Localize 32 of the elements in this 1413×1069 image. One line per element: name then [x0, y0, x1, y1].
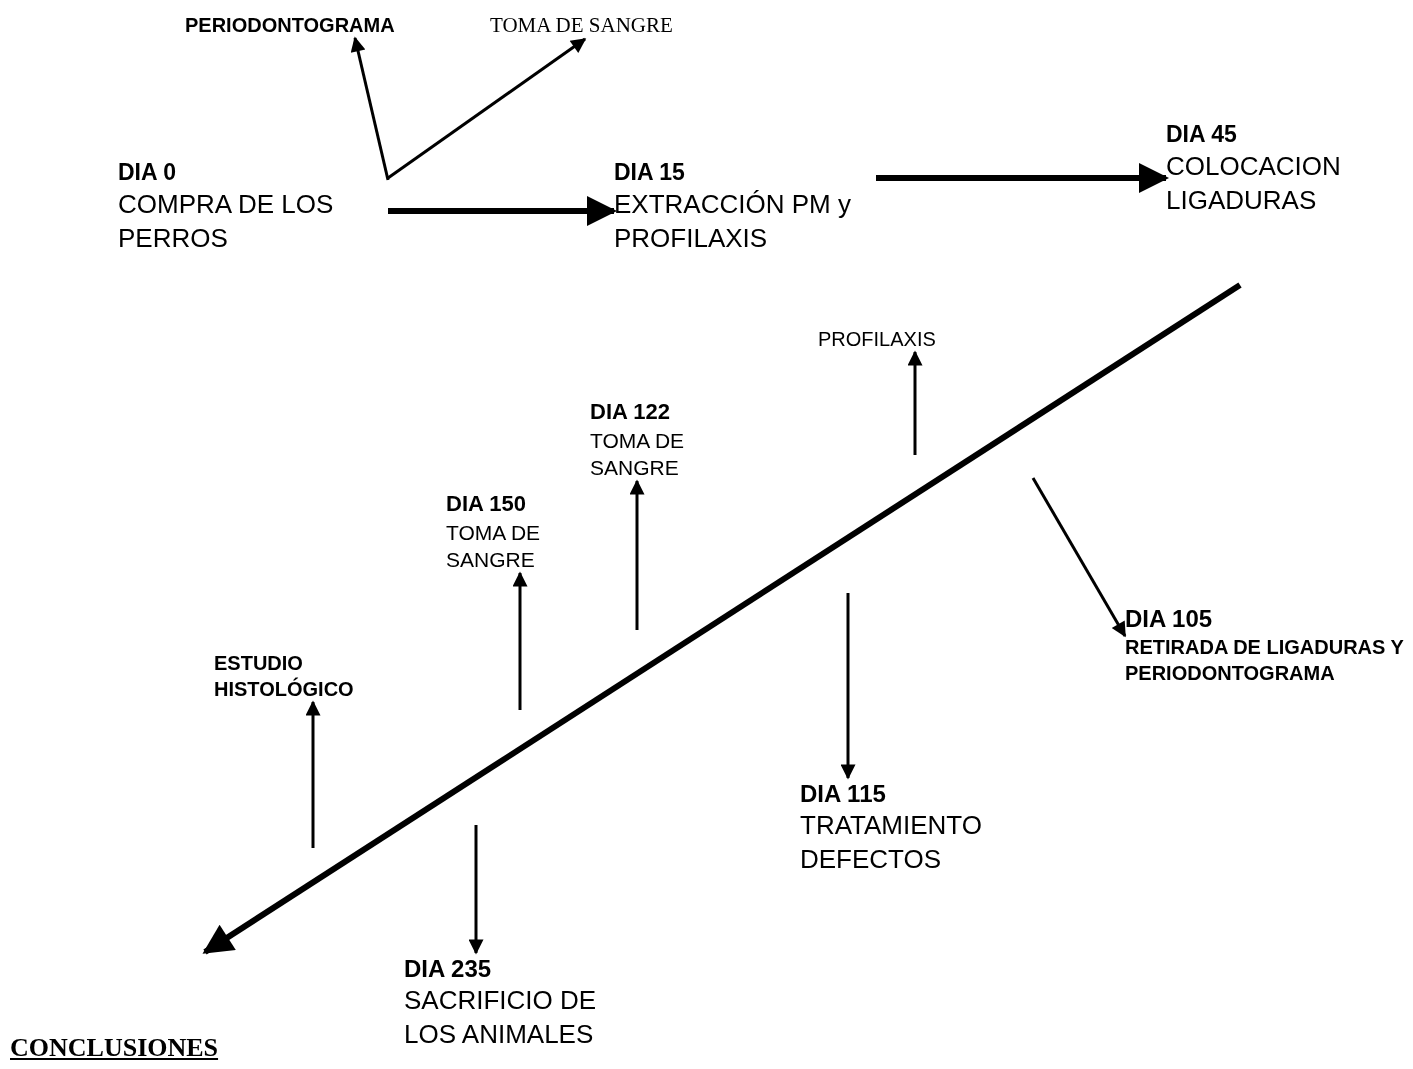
arrow: [1031, 477, 1127, 638]
arrow: [305, 700, 321, 848]
day-heading: DIA 45: [1166, 120, 1238, 149]
step-text: PERIODONTOGRAMA: [185, 13, 395, 38]
arrow: [629, 479, 645, 630]
step-text: COLOCACION LIGADURAS: [1166, 149, 1342, 217]
step-text: RETIRADA DE LIGADURAS Y PERIODONTOGRAMA: [1125, 635, 1405, 687]
arrow: [387, 37, 587, 180]
step-text: TRATAMIENTO DEFECTOS: [800, 809, 983, 876]
step-text: TOMA DE SANGRE: [590, 427, 686, 481]
step-text: EXTRACCIÓN PM y PROFILAXIS: [614, 187, 852, 255]
day-heading: DIA 0: [118, 158, 177, 187]
arrow: [388, 196, 617, 226]
arrow: [876, 163, 1169, 193]
arrow: [512, 571, 528, 710]
arrow: [350, 36, 390, 181]
arrow: [907, 350, 923, 455]
step-text: PROFILAXIS: [818, 327, 936, 352]
step-text: COMPRA DE LOS PERROS: [118, 187, 335, 255]
step-text: ESTUDIO HISTOLÓGICO: [214, 651, 355, 702]
day-heading: DIA 235: [404, 954, 493, 984]
step-text: TOMA DE SANGRE: [490, 12, 673, 39]
step-text: TOMA DE SANGRE: [446, 519, 542, 573]
day-heading: DIA 15: [614, 158, 686, 187]
day-heading: DIA 115: [800, 779, 887, 809]
day-heading: DIA 105: [1125, 604, 1214, 634]
section-heading: CONCLUSIONES: [10, 1033, 219, 1063]
day-heading: DIA 150: [446, 490, 527, 518]
arrow: [840, 593, 856, 780]
step-text: SACRIFICIO DE LOS ANIMALES: [404, 984, 598, 1051]
arrow: [468, 825, 484, 955]
day-heading: DIA 122: [590, 398, 671, 426]
